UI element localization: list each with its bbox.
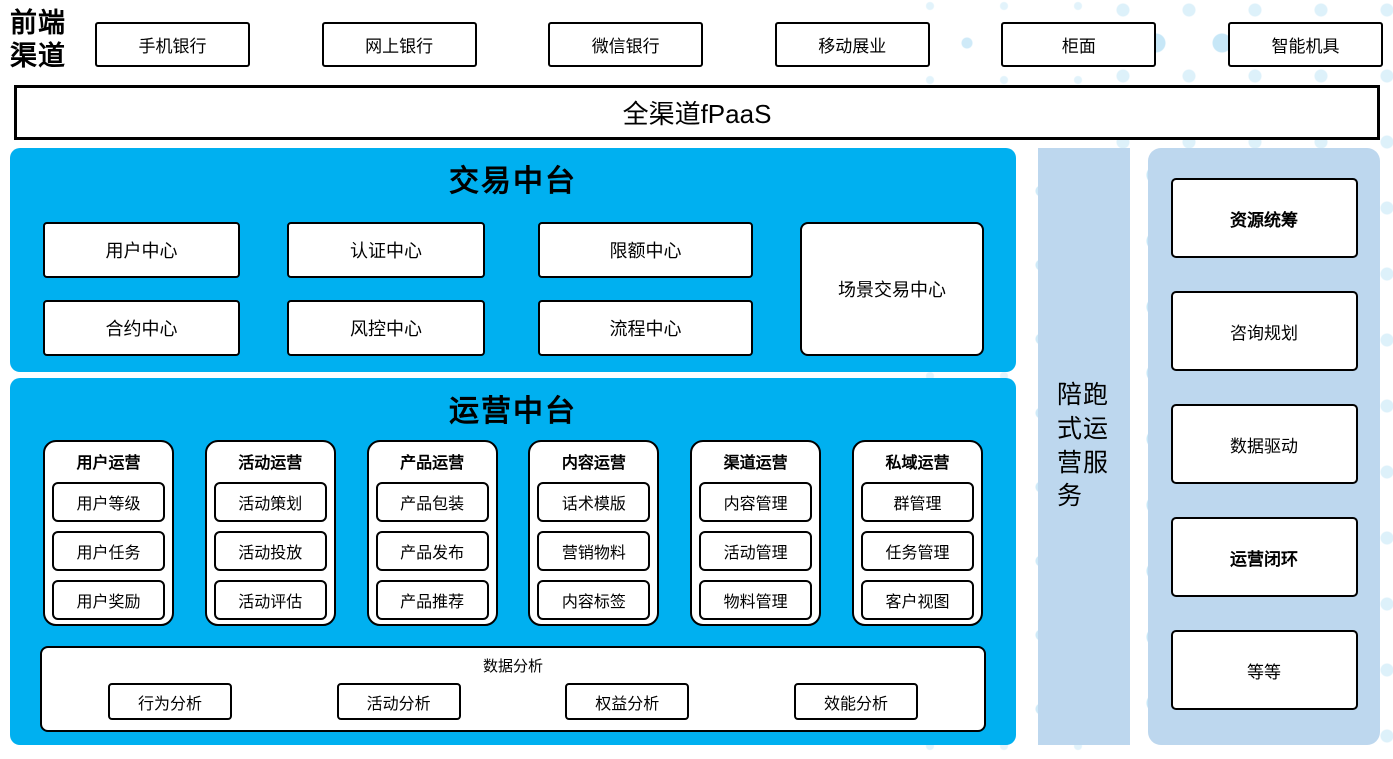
analysis-box-efficiency: 效能分析 <box>793 683 918 720</box>
channel-box-wechat-banking: 微信银行 <box>548 22 704 67</box>
ops-column-header: 活动运营 <box>238 455 303 472</box>
center-box-auth: 认证中心 <box>287 222 485 278</box>
service-panel: 资源统筹 咨询规划 数据驱动 运营闭环 等等 <box>1148 148 1380 745</box>
ops-item: 活动评估 <box>213 580 327 620</box>
ops-item: 营销物料 <box>537 531 651 571</box>
center-box-contract: 合约中心 <box>43 300 240 356</box>
ops-item: 活动投放 <box>213 531 327 571</box>
channel-box-smart-machine: 智能机具 <box>1227 22 1383 67</box>
ops-item: 用户奖励 <box>52 580 165 620</box>
analysis-box-behavior: 行为分析 <box>108 683 232 720</box>
data-analysis-items: 行为分析 活动分析 权益分析 效能分析 <box>42 683 984 720</box>
analysis-box-activity: 活动分析 <box>336 683 461 720</box>
channel-box-mobile-banking: 手机银行 <box>95 22 250 67</box>
trade-platform-block: 交易中台 用户中心 认证中心 限额中心 合约中心 风控中心 流程中心 场景交易中… <box>10 148 1016 372</box>
channel-box-counter: 柜面 <box>1001 22 1157 67</box>
ops-columns: 用户运营 用户等级 用户任务 用户奖励 活动运营 活动策划 活动投放 活动评估 … <box>10 440 1016 626</box>
center-box-risk: 风控中心 <box>287 300 485 356</box>
data-analysis-title: 数据分析 <box>482 658 543 675</box>
fpaas-bar: 全渠道fPaaS <box>14 85 1380 140</box>
ops-column-activity: 活动运营 活动策划 活动投放 活动评估 <box>204 440 336 626</box>
ops-item: 产品推荐 <box>375 580 489 620</box>
trade-platform-title: 交易中台 <box>449 164 577 199</box>
scene-trade-center-box: 场景交易中心 <box>800 222 984 356</box>
ops-column-user: 用户运营 用户等级 用户任务 用户奖励 <box>43 440 174 626</box>
ops-item: 物料管理 <box>699 580 813 620</box>
ops-column-header: 用户运营 <box>76 455 141 472</box>
ops-column-private-domain: 私域运营 群管理 任务管理 客户视图 <box>851 440 983 626</box>
ops-item: 内容标签 <box>537 580 651 620</box>
ops-item: 活动管理 <box>699 531 813 571</box>
ops-item: 客户视图 <box>860 580 974 620</box>
ops-item: 用户等级 <box>52 482 165 522</box>
companion-service-bar: 陪跑式运营服务 <box>1038 148 1130 745</box>
ops-platform-block: 运营中台 用户运营 用户等级 用户任务 用户奖励 活动运营 活动策划 活动投放 … <box>10 378 1016 745</box>
ops-column-header: 渠道运营 <box>723 455 788 472</box>
center-box-user: 用户中心 <box>43 222 240 278</box>
ops-column-channel: 渠道运营 内容管理 活动管理 物料管理 <box>690 440 822 626</box>
ops-platform-title: 运营中台 <box>449 394 577 429</box>
companion-service-label: 陪跑式运营服务 <box>1057 381 1110 511</box>
ops-item: 内容管理 <box>699 482 813 522</box>
ops-item: 话术模版 <box>537 482 651 522</box>
ops-item: 任务管理 <box>860 531 974 571</box>
panel-box-ops-loop: 运营闭环 <box>1170 517 1358 597</box>
frontend-channels-label: 前端渠道 <box>10 8 66 72</box>
ops-item: 活动策划 <box>213 482 327 522</box>
channel-box-online-banking: 网上银行 <box>321 22 477 67</box>
panel-box-etc: 等等 <box>1170 630 1358 710</box>
panel-box-consulting: 咨询规划 <box>1170 291 1358 371</box>
ops-item: 产品包装 <box>375 482 489 522</box>
ops-column-header: 产品运营 <box>400 455 465 472</box>
ops-column-header: 私域运营 <box>885 455 950 472</box>
ops-item: 群管理 <box>860 482 974 522</box>
ops-column-header: 内容运营 <box>561 455 626 472</box>
ops-column-product: 产品运营 产品包装 产品发布 产品推荐 <box>366 440 498 626</box>
ops-column-content: 内容运营 话术模版 营销物料 内容标签 <box>528 440 660 626</box>
channel-row: 手机银行 网上银行 微信银行 移动展业 柜面 智能机具 <box>95 22 1383 67</box>
analysis-box-rights: 权益分析 <box>565 683 690 720</box>
data-analysis-section: 数据分析 行为分析 活动分析 权益分析 效能分析 <box>40 646 986 732</box>
center-box-limit: 限额中心 <box>538 222 753 278</box>
center-box-process: 流程中心 <box>538 300 753 356</box>
channel-box-mobile-marketing: 移动展业 <box>774 22 930 67</box>
ops-item: 产品发布 <box>375 531 489 571</box>
panel-box-data-driven: 数据驱动 <box>1170 404 1358 484</box>
ops-item: 用户任务 <box>52 531 165 571</box>
panel-box-resource: 资源统筹 <box>1170 178 1358 258</box>
